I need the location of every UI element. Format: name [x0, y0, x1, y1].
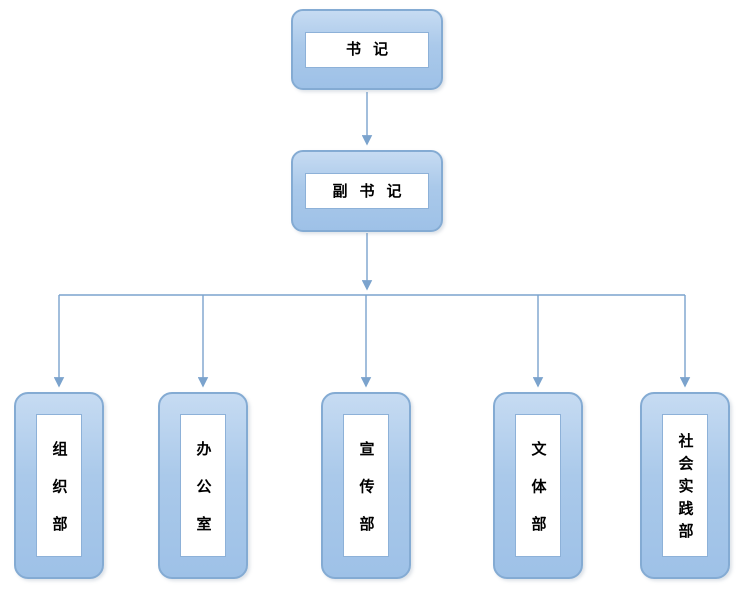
node-culture-sports-dept-inner-box: 文体部	[515, 414, 561, 557]
node-deputy-secretary-inner-box: 副书记	[305, 173, 429, 209]
node-social-practice-dept-inner-box: 社会实践部	[662, 414, 708, 557]
node-secretary-label: 书记	[345, 40, 400, 58]
node-social-practice-dept: 社会实践部	[640, 392, 730, 579]
node-secretary-inner-box: 书记	[305, 31, 429, 68]
node-publicity-dept-label: 宣传部	[357, 440, 376, 554]
node-publicity-dept-inner-box: 宣传部	[343, 414, 389, 557]
node-organization-dept-inner-box: 组织部	[36, 414, 82, 557]
node-organization-dept: 组织部	[14, 392, 104, 579]
node-culture-sports-dept-label: 文体部	[529, 440, 548, 554]
node-social-practice-dept-label: 社会实践部	[676, 433, 695, 546]
node-office-label: 办公室	[194, 440, 213, 554]
node-secretary: 书记	[291, 9, 443, 90]
node-organization-dept-label: 组织部	[50, 440, 69, 554]
node-deputy-secretary: 副书记	[291, 150, 443, 232]
node-deputy-secretary-label: 副书记	[332, 181, 414, 200]
node-culture-sports-dept: 文体部	[493, 392, 583, 579]
node-office: 办公室	[158, 392, 248, 579]
node-office-inner-box: 办公室	[180, 414, 226, 557]
node-publicity-dept: 宣传部	[321, 392, 411, 579]
